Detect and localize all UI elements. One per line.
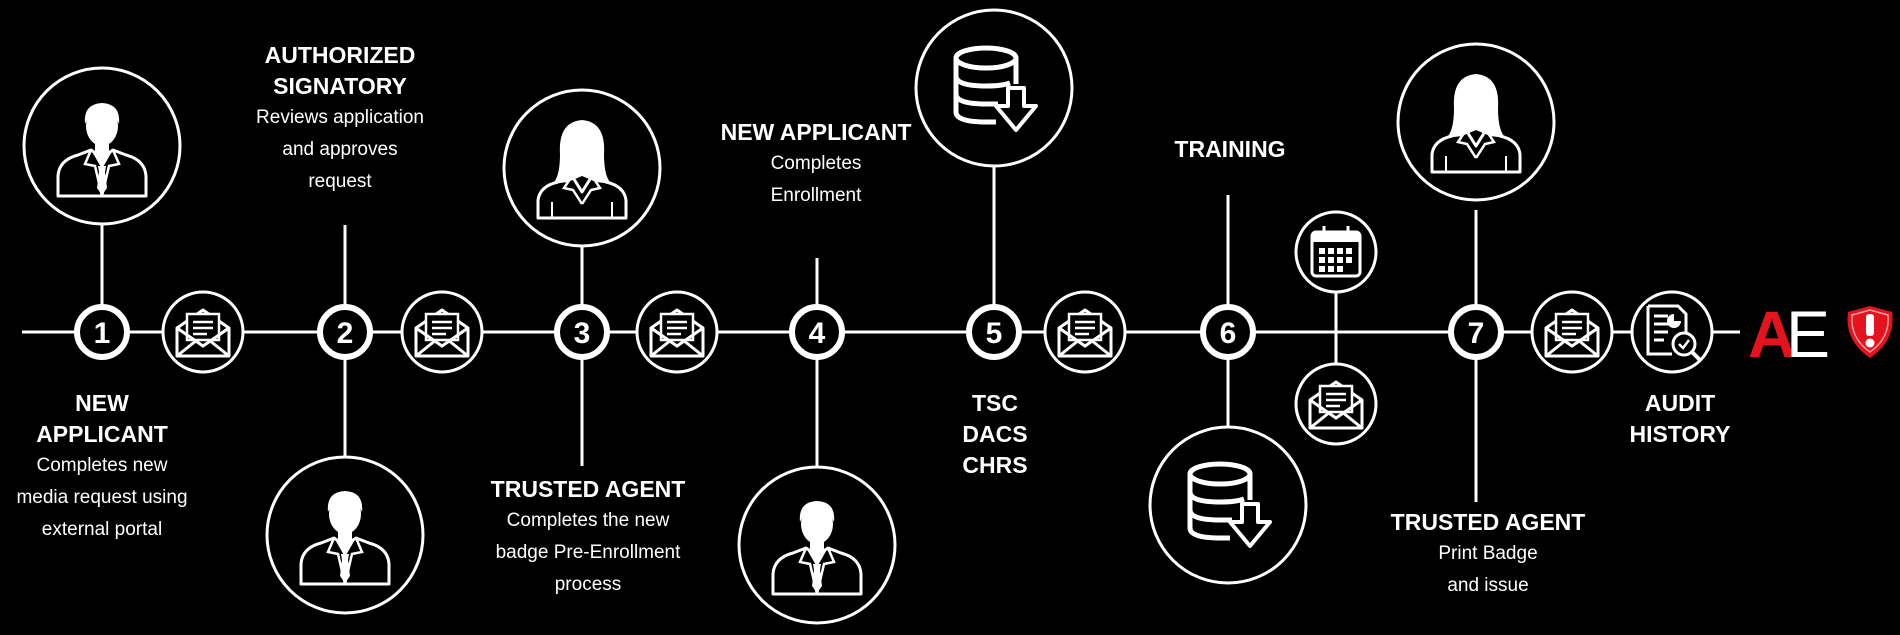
step-3-desc-line-2: badge Pre-Enrollment — [495, 542, 681, 563]
email-node — [635, 290, 719, 374]
logo-letter-e: E — [1786, 297, 1830, 371]
step-2-title-line-1: AUTHORIZED — [264, 42, 416, 68]
email-node — [400, 290, 484, 374]
step-3-desc-line-1: Completes the new — [506, 510, 670, 531]
step-number-4: 4 — [789, 304, 845, 360]
email-node — [1530, 290, 1614, 374]
step-4-desc-line-2: Enrollment — [770, 185, 862, 206]
logo-letter-a: A — [1748, 297, 1796, 371]
step-3-desc-line-3: process — [554, 574, 622, 595]
step-6-label: TRAINING — [1140, 134, 1320, 165]
audit-node — [1630, 290, 1714, 374]
step-number-2: 2 — [317, 304, 373, 360]
tsc-database-icon-group — [914, 8, 1074, 168]
training-database-icon-group — [1148, 425, 1308, 585]
applicant-4-icon-group — [737, 465, 897, 625]
audit-title-line-1: AUDIT — [1644, 390, 1716, 416]
step-7-desc-line-1: Print Badge — [1438, 543, 1538, 564]
step-4-label: NEW APPLICANT Completes Enrollment — [700, 117, 932, 212]
step-2-desc-line-3: request — [308, 171, 372, 192]
step-5-label: TSC DACS CHRS — [930, 388, 1060, 481]
step-number-6: 6 — [1200, 304, 1256, 360]
svg-text:4: 4 — [809, 317, 826, 350]
step-2-desc-line-1: Reviews application — [256, 107, 424, 128]
training-email-node — [1294, 362, 1378, 446]
audit-title-line-2: HISTORY — [1629, 421, 1731, 447]
step-1-title-line-1: NEW — [75, 390, 129, 416]
step-2-desc-line-2: and approves — [282, 139, 398, 160]
step-4-desc-line-1: Completes — [770, 153, 862, 174]
step-3-title-line-1: TRUSTED AGENT — [490, 476, 686, 502]
step-7-desc-line-2: and issue — [1447, 575, 1529, 596]
trusted-agent-3-icon-group — [502, 88, 662, 248]
svg-text:6: 6 — [1220, 317, 1237, 350]
audit-history-label: AUDIT HISTORY — [1600, 388, 1760, 450]
step-number-1: 1 — [74, 304, 130, 360]
step-1-desc-line-1: Completes new — [36, 455, 168, 476]
step-1-desc-line-2: media request using — [16, 487, 188, 508]
svg-text:7: 7 — [1468, 317, 1485, 350]
step-1-label: NEW APPLICANT Completes new media reques… — [0, 388, 204, 546]
step-number-5: 5 — [966, 304, 1022, 360]
shield-alert-icon — [1847, 306, 1893, 358]
svg-text:1: 1 — [94, 317, 111, 350]
trusted-agent-7-icon-group — [1396, 42, 1556, 202]
email-node — [161, 290, 245, 374]
applicant-1-icon-group — [22, 66, 182, 226]
step-5-title-line-3: CHRS — [962, 452, 1028, 478]
signatory-icon-group — [265, 455, 425, 615]
svg-text:2: 2 — [337, 317, 354, 350]
step-6-title-line-1: TRAINING — [1174, 136, 1286, 162]
calendar-node — [1294, 210, 1378, 294]
step-number-3: 3 — [554, 304, 610, 360]
step-3-label: TRUSTED AGENT Completes the new badge Pr… — [470, 474, 706, 601]
step-2-label: AUTHORIZED SIGNATORY Reviews application… — [230, 40, 450, 198]
svg-text:3: 3 — [574, 317, 591, 350]
step-5-title-line-2: DACS — [962, 421, 1028, 447]
vertical-connectors — [100, 166, 1478, 502]
step-2-title-line-2: SIGNATORY — [273, 73, 407, 99]
email-node — [1043, 290, 1127, 374]
step-1-desc-line-3: external portal — [41, 519, 163, 540]
step-5-title-line-1: TSC — [972, 390, 1018, 416]
step-7-title-line-1: TRUSTED AGENT — [1390, 509, 1586, 535]
svg-text:5: 5 — [986, 317, 1003, 350]
ae-logo: A E — [1748, 297, 1830, 371]
step-1-title-line-2: APPLICANT — [36, 421, 168, 447]
step-7-label: TRUSTED AGENT Print Badge and issue — [1370, 507, 1606, 602]
step-4-title-line-1: NEW APPLICANT — [720, 119, 912, 145]
step-number-7: 7 — [1448, 304, 1504, 360]
